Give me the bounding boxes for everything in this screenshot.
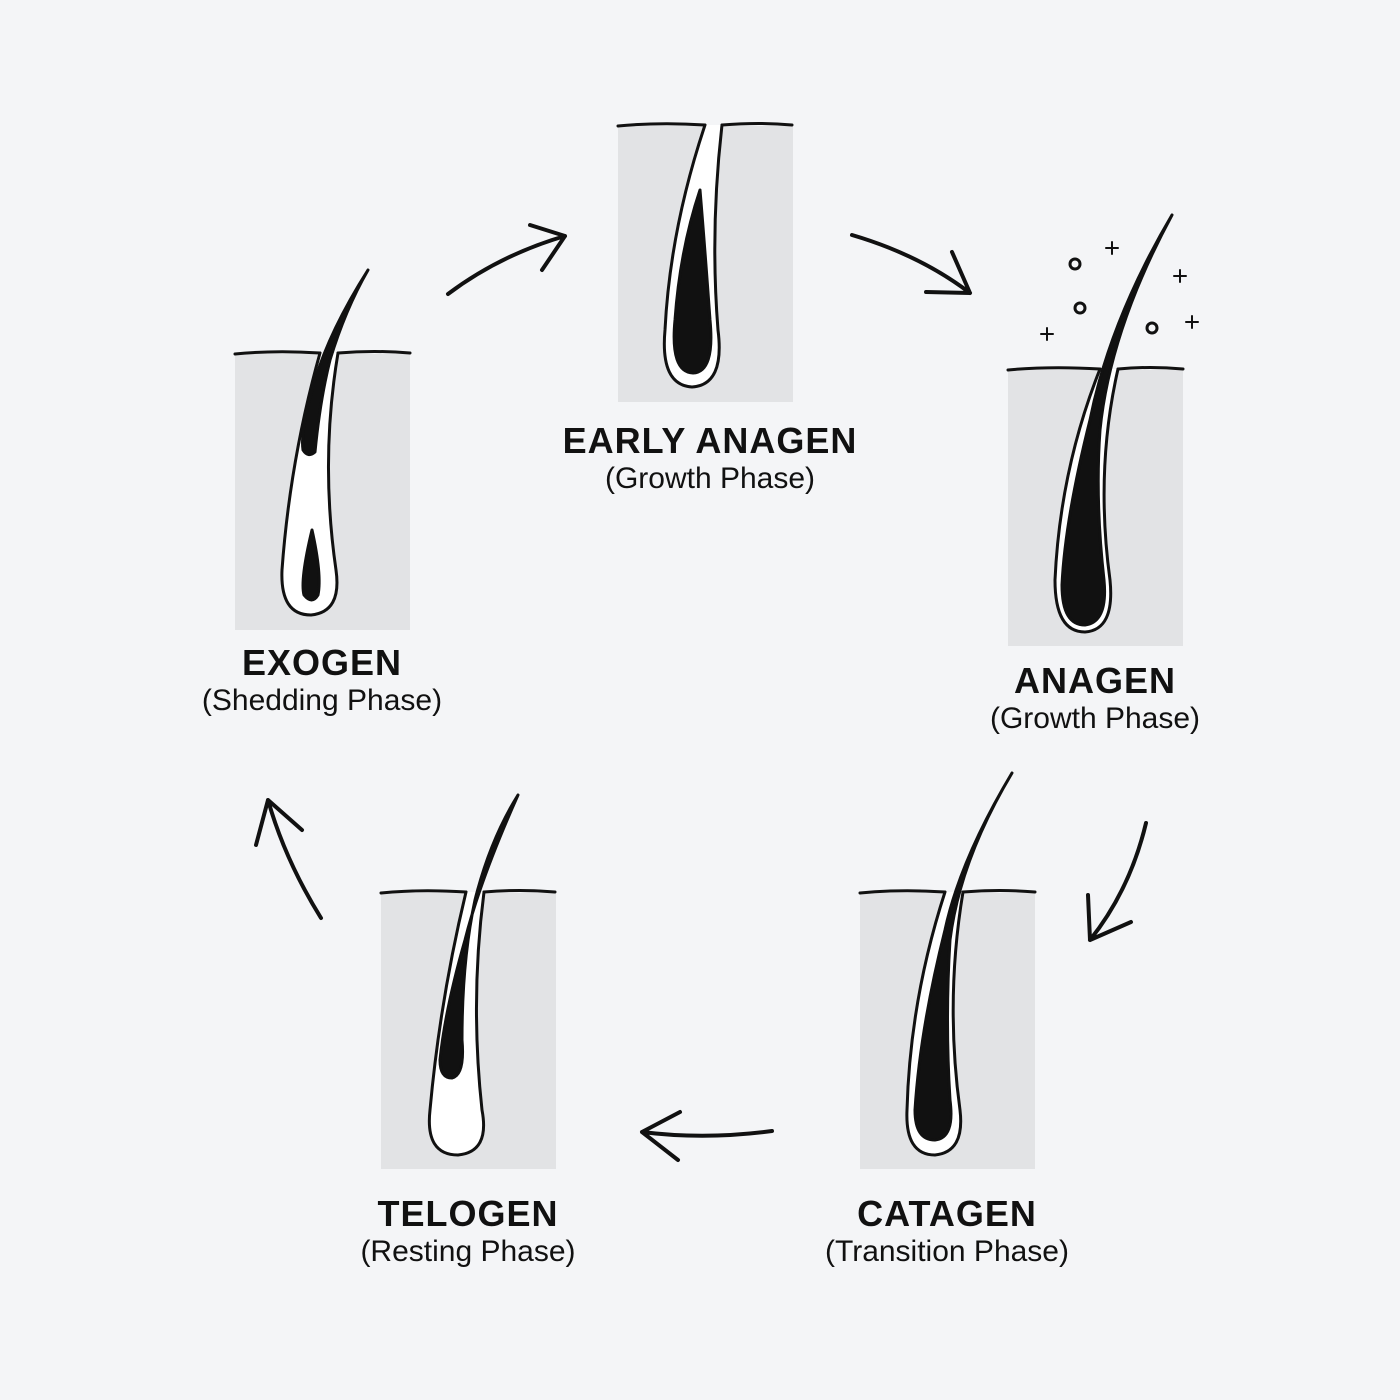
phase-subtitle: (Transition Phase) [825, 1235, 1069, 1268]
phase-title: TELOGEN [377, 1193, 559, 1234]
phase-title: CATAGEN [857, 1193, 1037, 1234]
phase-label-exogen: EXOGEN(Shedding Phase) [122, 642, 522, 718]
early-anagen-hair-icon [616, 122, 794, 389]
arrow-early-anagen-to-anagen [850, 233, 972, 295]
phase-subtitle: (Shedding Phase) [201, 684, 443, 717]
phase-label-anagen: ANAGEN(Growth Phase) [895, 660, 1295, 736]
telogen-hair-icon [379, 793, 557, 1157]
phase-title: ANAGEN [1013, 660, 1176, 701]
phase-label-catagen: CATAGEN(Transition Phase) [747, 1193, 1147, 1269]
cycle-arrows [254, 223, 1148, 1162]
arrow-anagen-to-catagen [1086, 821, 1148, 942]
phase-title: EARLY ANAGEN [562, 420, 858, 461]
arrow-telogen-to-exogen [254, 798, 323, 920]
anagen-hair-icon [1006, 213, 1199, 634]
phase-subtitle: (Growth Phase) [989, 702, 1201, 735]
phase-label-telogen: TELOGEN(Resting Phase) [268, 1193, 668, 1269]
arrow-catagen-to-telogen [640, 1110, 774, 1162]
phase-subtitle: (Growth Phase) [604, 462, 816, 495]
phase-title: EXOGEN [241, 642, 403, 683]
phase-subtitle: (Resting Phase) [360, 1235, 576, 1268]
exogen-hair-icon [233, 268, 412, 617]
arrow-exogen-to-early-anagen [446, 223, 567, 296]
catagen-hair-icon [858, 771, 1037, 1157]
phase-label-early-anagen: EARLY ANAGEN(Growth Phase) [510, 420, 910, 496]
